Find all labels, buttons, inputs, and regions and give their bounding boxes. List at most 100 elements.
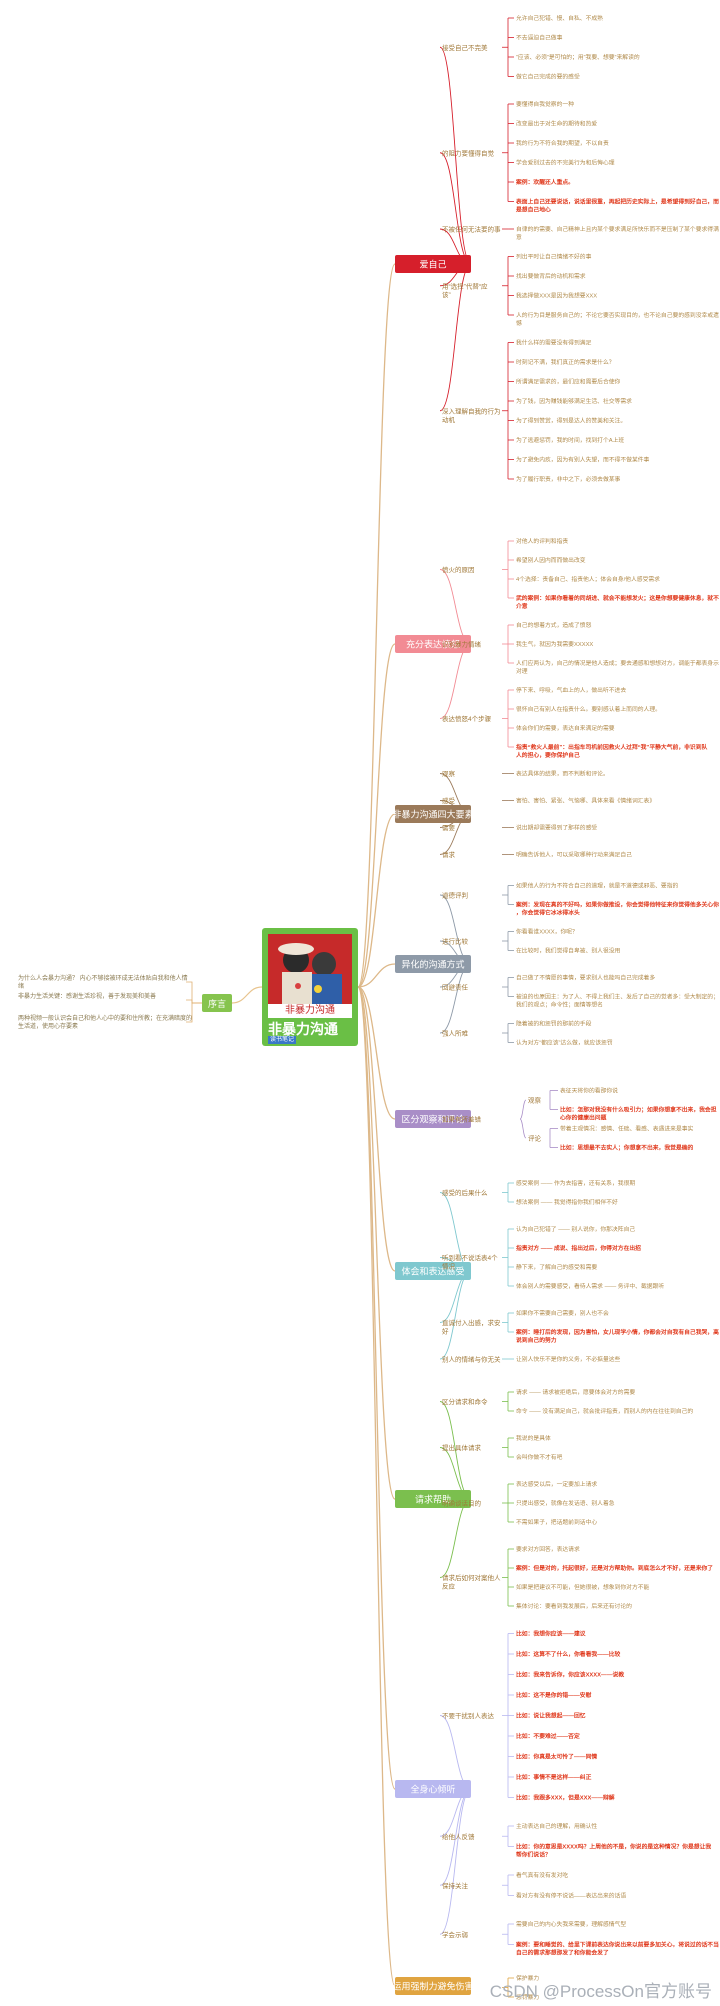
leaf-item: 案例：发现在真的不好吗，如果你做推设，你会觉得他特征来你觉得他多关心你，你会觉得… bbox=[515, 901, 719, 917]
leaf-item: 找出要做背后的动机和需求 bbox=[516, 272, 586, 280]
leaf-item: 比如：我跟多XXX，但是XXX——辩解 bbox=[516, 1794, 615, 1802]
leaf-item: 如果你不需要自己需要，别人也不会 bbox=[516, 1309, 609, 1317]
leaf-item: 比如：我想你应该——建议 bbox=[516, 1630, 586, 1638]
group-label: 明确谈话目的 bbox=[442, 1499, 482, 1508]
center-title: 非暴力沟通 bbox=[268, 1021, 338, 1037]
group-label: 接受自己不完美 bbox=[442, 43, 488, 52]
branch-node[interactable]: 体会和表达感受 bbox=[395, 1262, 471, 1280]
leaf-item: 隐着被的和惩罚的那前的手段 bbox=[516, 1020, 592, 1028]
leaf-item: 案例：要和睡觉的、给里下课前表达你说出来以前要多加关心，将说过的话不当自己的需求… bbox=[515, 1941, 719, 1957]
group-label: 学会示弱 bbox=[442, 1930, 468, 1939]
leaf-item: 为了得到赞赏，得到是达人的赞美和关注。 bbox=[516, 417, 626, 425]
preface-item: 两种视频一般认识会自己和他人心中的要和住所教；在充满暗度的生活道，使用心存要素 bbox=[18, 1014, 192, 1030]
leaf-item: 请求 —— 请求被拒绝后，愿要体会对方的需要 bbox=[516, 1388, 635, 1396]
group-label: 进行比较 bbox=[442, 937, 469, 946]
connector-line bbox=[231, 986, 263, 1004]
leaf-item: 自己的想着方式，造成了愤怒 bbox=[516, 621, 592, 629]
group-label: 区分请求和命令 bbox=[442, 1397, 488, 1406]
group-label: 愤火的原因 bbox=[442, 565, 475, 574]
leaf-item: 比如：你的意思是XXXX吗？上周他的不是，你说的是这种情况？你是想让我帮你们说话… bbox=[516, 1843, 711, 1859]
leaf-item: 感受案例 —— 作为去指害，还有关系，我很期 bbox=[516, 1179, 635, 1187]
leaf-item: 比如：这不是你的错——安慰 bbox=[516, 1691, 592, 1699]
connector-line bbox=[439, 569, 472, 645]
branch-label: 非暴力沟通四大要素 bbox=[392, 809, 473, 820]
leaf-item: 静下来，了解自己的感受和需要 bbox=[516, 1263, 597, 1271]
connector-line bbox=[357, 263, 396, 988]
leaf-item: 很怀自己有别人在指责什么。要别感认着上而同的人理。 bbox=[516, 705, 661, 713]
leaf-item: 明确告诉他人，可以采取哪种行动来满足自己 bbox=[516, 851, 632, 859]
connector-line bbox=[519, 1099, 527, 1120]
group-label: 请求后如何对案他人反应 bbox=[442, 1573, 501, 1591]
leaf-item: 武的案例：如果你看着的同胡进、就会不能想发火；这是你想要健康休息，就不介意 bbox=[515, 594, 719, 610]
watermark: CSDN @ProcessOn官方账号 bbox=[489, 1982, 712, 2001]
connector-line bbox=[186, 1002, 202, 1023]
group-label: 请求 bbox=[442, 850, 456, 859]
connector-line bbox=[357, 986, 396, 1500]
leaf-item: 如果他人的行为不符合自己的道理，就是不道德或邪恶、要指的 bbox=[516, 882, 679, 890]
group-label: 回避责任 bbox=[442, 983, 469, 992]
group-label: 道德评判 bbox=[442, 891, 468, 900]
branch-node[interactable]: 区分观察和评论 bbox=[395, 1110, 471, 1128]
connector-line bbox=[186, 999, 202, 1004]
leaf-item: 只提出感受，就像在发话语、别人着急 bbox=[516, 1499, 615, 1507]
group-label: 识别暴力情绪 bbox=[442, 640, 482, 649]
connector-line bbox=[439, 963, 472, 1034]
branch-label: 请求帮助 bbox=[415, 1494, 451, 1505]
leaf-item: 比如：怎那对我没有什么吸引力；如果你想拿不出来，我会担心你的健康出问题 bbox=[560, 1106, 717, 1122]
leaf-item: 体会别人的需要感受，看待人需求 —— 务评中、截据跟听 bbox=[516, 1282, 664, 1290]
group-label: 不被任何无法要的事 bbox=[442, 225, 501, 234]
connector-line bbox=[357, 986, 396, 1987]
branch-label: 全身心倾听 bbox=[410, 1784, 455, 1795]
leaf-item: 我选择做XXX是因为我想要XXX bbox=[516, 292, 597, 300]
group-label: 的阻力要懂得自觉 bbox=[442, 148, 495, 157]
leaf-item: 人的行为目是服务自己的；不论它要否实现目的，也不论自己要的感到没幸或遗憾 bbox=[516, 311, 719, 327]
leaf-item: 列出平时让自己情绪不好的事 bbox=[516, 253, 592, 261]
branch-node[interactable]: 非暴力沟通四大要素 bbox=[392, 805, 474, 823]
leaf-item: 惩罚暴力 bbox=[516, 1993, 539, 2001]
leaf-item: 说出期却需要得到了那样的感受 bbox=[516, 824, 597, 832]
group-label: 强人所难 bbox=[442, 1029, 469, 1038]
leaf-item: 看气真有没有发对吃 bbox=[516, 1871, 568, 1879]
branch-label: 爱自己 bbox=[419, 259, 446, 270]
leaf-item: 如果是把建议不可能，但她很被，想象到你对方不能 bbox=[516, 1583, 650, 1591]
connector-line bbox=[357, 986, 396, 1272]
branch-node[interactable]: 充分表达愤怒 bbox=[395, 635, 471, 653]
branch-label: 体会和表达感受 bbox=[401, 1266, 464, 1277]
branch-label: 充分表达愤怒 bbox=[406, 639, 460, 650]
connector-line bbox=[439, 643, 472, 719]
group-label: 不要干扰别人表达 bbox=[442, 1711, 495, 1720]
leaf-item: 看对方有没有停不说话——表达出来的话语 bbox=[516, 1892, 626, 1900]
leaf-item: 会叫你做不才有吧 bbox=[516, 1453, 563, 1461]
book-cover-image bbox=[268, 934, 352, 1004]
leaf-item: 案例：但是对的，托起很好，还是对方帮助你。到底怎么才不好，还是来你了 bbox=[515, 1564, 713, 1572]
leaf-item: 希望别人因内而而做出改变 bbox=[516, 556, 586, 564]
branch-label: 区分观察和评论 bbox=[401, 1114, 464, 1125]
leaf-item: 表达感受以后，一定要加上请求 bbox=[516, 1480, 597, 1488]
preface-label: 序言 bbox=[208, 998, 226, 1009]
leaf-item: 体会你们的需要，表达自来满足的需要 bbox=[516, 724, 615, 732]
sub-group-label: 观察 bbox=[528, 1096, 542, 1105]
leaf-item: 表征天将你的看那你说 bbox=[560, 1087, 618, 1095]
branch-node[interactable]: 运用强制力避免伤害 bbox=[392, 1977, 474, 1995]
branch-node[interactable]: 全身心倾听 bbox=[395, 1780, 471, 1798]
group-label: 别人的情绪与你无关 bbox=[442, 1355, 501, 1364]
branch-node[interactable]: 请求帮助 bbox=[395, 1490, 471, 1508]
group-label: 深入理解自我的行为动机 bbox=[442, 406, 501, 424]
leaf-item: 允许自己犯错、慢、自私、不成熟 bbox=[516, 14, 603, 22]
leaf-item: 你看看谁XXXX，你呢？ bbox=[516, 928, 578, 936]
connector-line bbox=[439, 46, 472, 265]
branch-node[interactable]: 异化的沟通方式 bbox=[395, 955, 471, 973]
group-label: 需要 bbox=[442, 824, 456, 832]
connector-line bbox=[357, 963, 396, 988]
group-label: 表达愤怒4个步骤 bbox=[442, 714, 492, 723]
leaf-item: 案例：欢醒还人重点。 bbox=[515, 178, 574, 186]
leaf-item: 表面上自己还要说话，说话里很重，再起把历史实际上，是希望得到好自己，而是想自己地… bbox=[515, 198, 719, 214]
preface-item: 非暴力生活关键：感谢生活珍视，善于发现美和美善 bbox=[18, 992, 156, 1000]
preface-node[interactable]: 序言 bbox=[202, 994, 232, 1012]
center-node[interactable]: 非暴力沟通 非暴力沟通 读书笔记 bbox=[262, 928, 358, 1046]
leaf-item: 被迫的也原因主：为了人、不得上我们主、发后了自己的觉者多：受大制定的；我们的观点… bbox=[516, 993, 719, 1009]
leaf-item: 比如：你真是太可怜了——同情 bbox=[516, 1753, 597, 1761]
leaf-item: 命令 —— 没有满足自己，就会批评指责，而别人的内在往往到自己的 bbox=[516, 1407, 693, 1415]
branch-node[interactable]: 爱自己 bbox=[395, 255, 471, 273]
